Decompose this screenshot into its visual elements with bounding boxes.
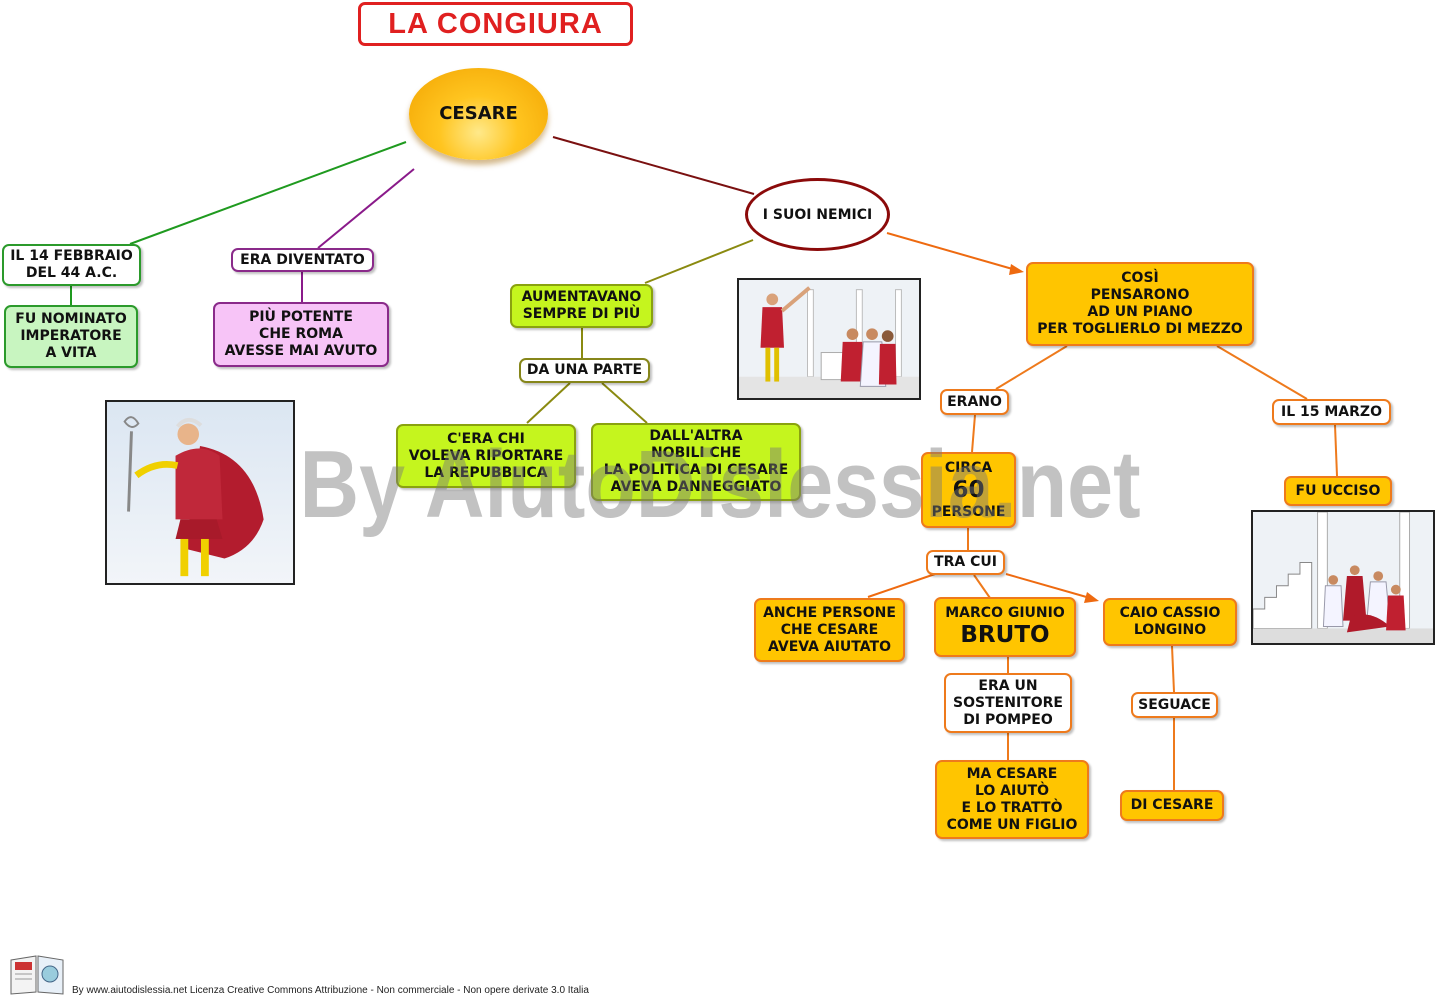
node-ides-of-march: IL 15 MARZO xyxy=(1272,399,1391,425)
caesar-illustration xyxy=(105,400,295,585)
node-of-caesar: DI CESARE xyxy=(1120,790,1224,821)
node-plan: COSÌ PENSARONO AD UN PIANO PER TOGLIERLO… xyxy=(1026,262,1254,346)
node-increase: AUMENTAVANO SEMPRE DI PIÙ xyxy=(510,284,653,328)
node-pompey-supporter: ERA UN SOSTENITORE DI POMPEO xyxy=(944,673,1072,733)
map-title: LA CONGIURA xyxy=(358,2,633,46)
bruto-last-name: BRUTO xyxy=(960,622,1050,648)
node-bruto: MARCO GIUNIO BRUTO xyxy=(934,597,1076,657)
node-enemies: I SUOI NEMICI xyxy=(745,178,890,251)
node-one-side: DA UNA PARTE xyxy=(519,358,650,383)
enemies-illustration xyxy=(737,278,921,400)
node-killed: FU UCCISO xyxy=(1284,476,1392,506)
bruto-first-name: MARCO GIUNIO xyxy=(945,605,1065,621)
node-were: ERANO xyxy=(940,389,1009,415)
about-text: CIRCA xyxy=(944,459,993,476)
footer-license: By www.aiutodislessia.net Licenza Creati… xyxy=(72,985,589,996)
node-helped-people: ANCHE PERSONE CHE CESARE AVEVA AIUTATO xyxy=(754,598,905,662)
central-node-cesare: CESARE xyxy=(409,68,548,160)
node-emperor: FU NOMINATO IMPERATORE A VITA xyxy=(4,305,138,368)
node-nobles: DALL'ALTRA NOBILI CHE LA POLITICA DI CES… xyxy=(591,423,801,501)
node-among: TRA CUI xyxy=(926,550,1005,575)
assassination-illustration xyxy=(1251,510,1435,645)
node-sixty-people: CIRCA 60 PERSONE xyxy=(921,452,1016,528)
people-text: PERSONE xyxy=(931,503,1006,520)
node-more-powerful: PIÙ POTENTE CHE ROMA AVESSE MAI AVUTO xyxy=(213,302,389,367)
count-text: 60 xyxy=(952,476,985,503)
node-cassio: CAIO CASSIO LONGINO xyxy=(1103,598,1237,646)
node-became-label: ERA DIVENTATO xyxy=(231,248,374,272)
node-like-a-son: MA CESARE LO AIUTÒ E LO TRATTÒ COME UN F… xyxy=(935,760,1089,839)
book-logo-icon xyxy=(8,952,66,996)
node-date-label: IL 14 FEBBRAIO DEL 44 A.C. xyxy=(2,244,141,286)
node-follower: SEGUACE xyxy=(1131,692,1218,718)
node-republic: C'ERA CHI VOLEVA RIPORTARE LA REPUBBLICA xyxy=(396,424,576,488)
